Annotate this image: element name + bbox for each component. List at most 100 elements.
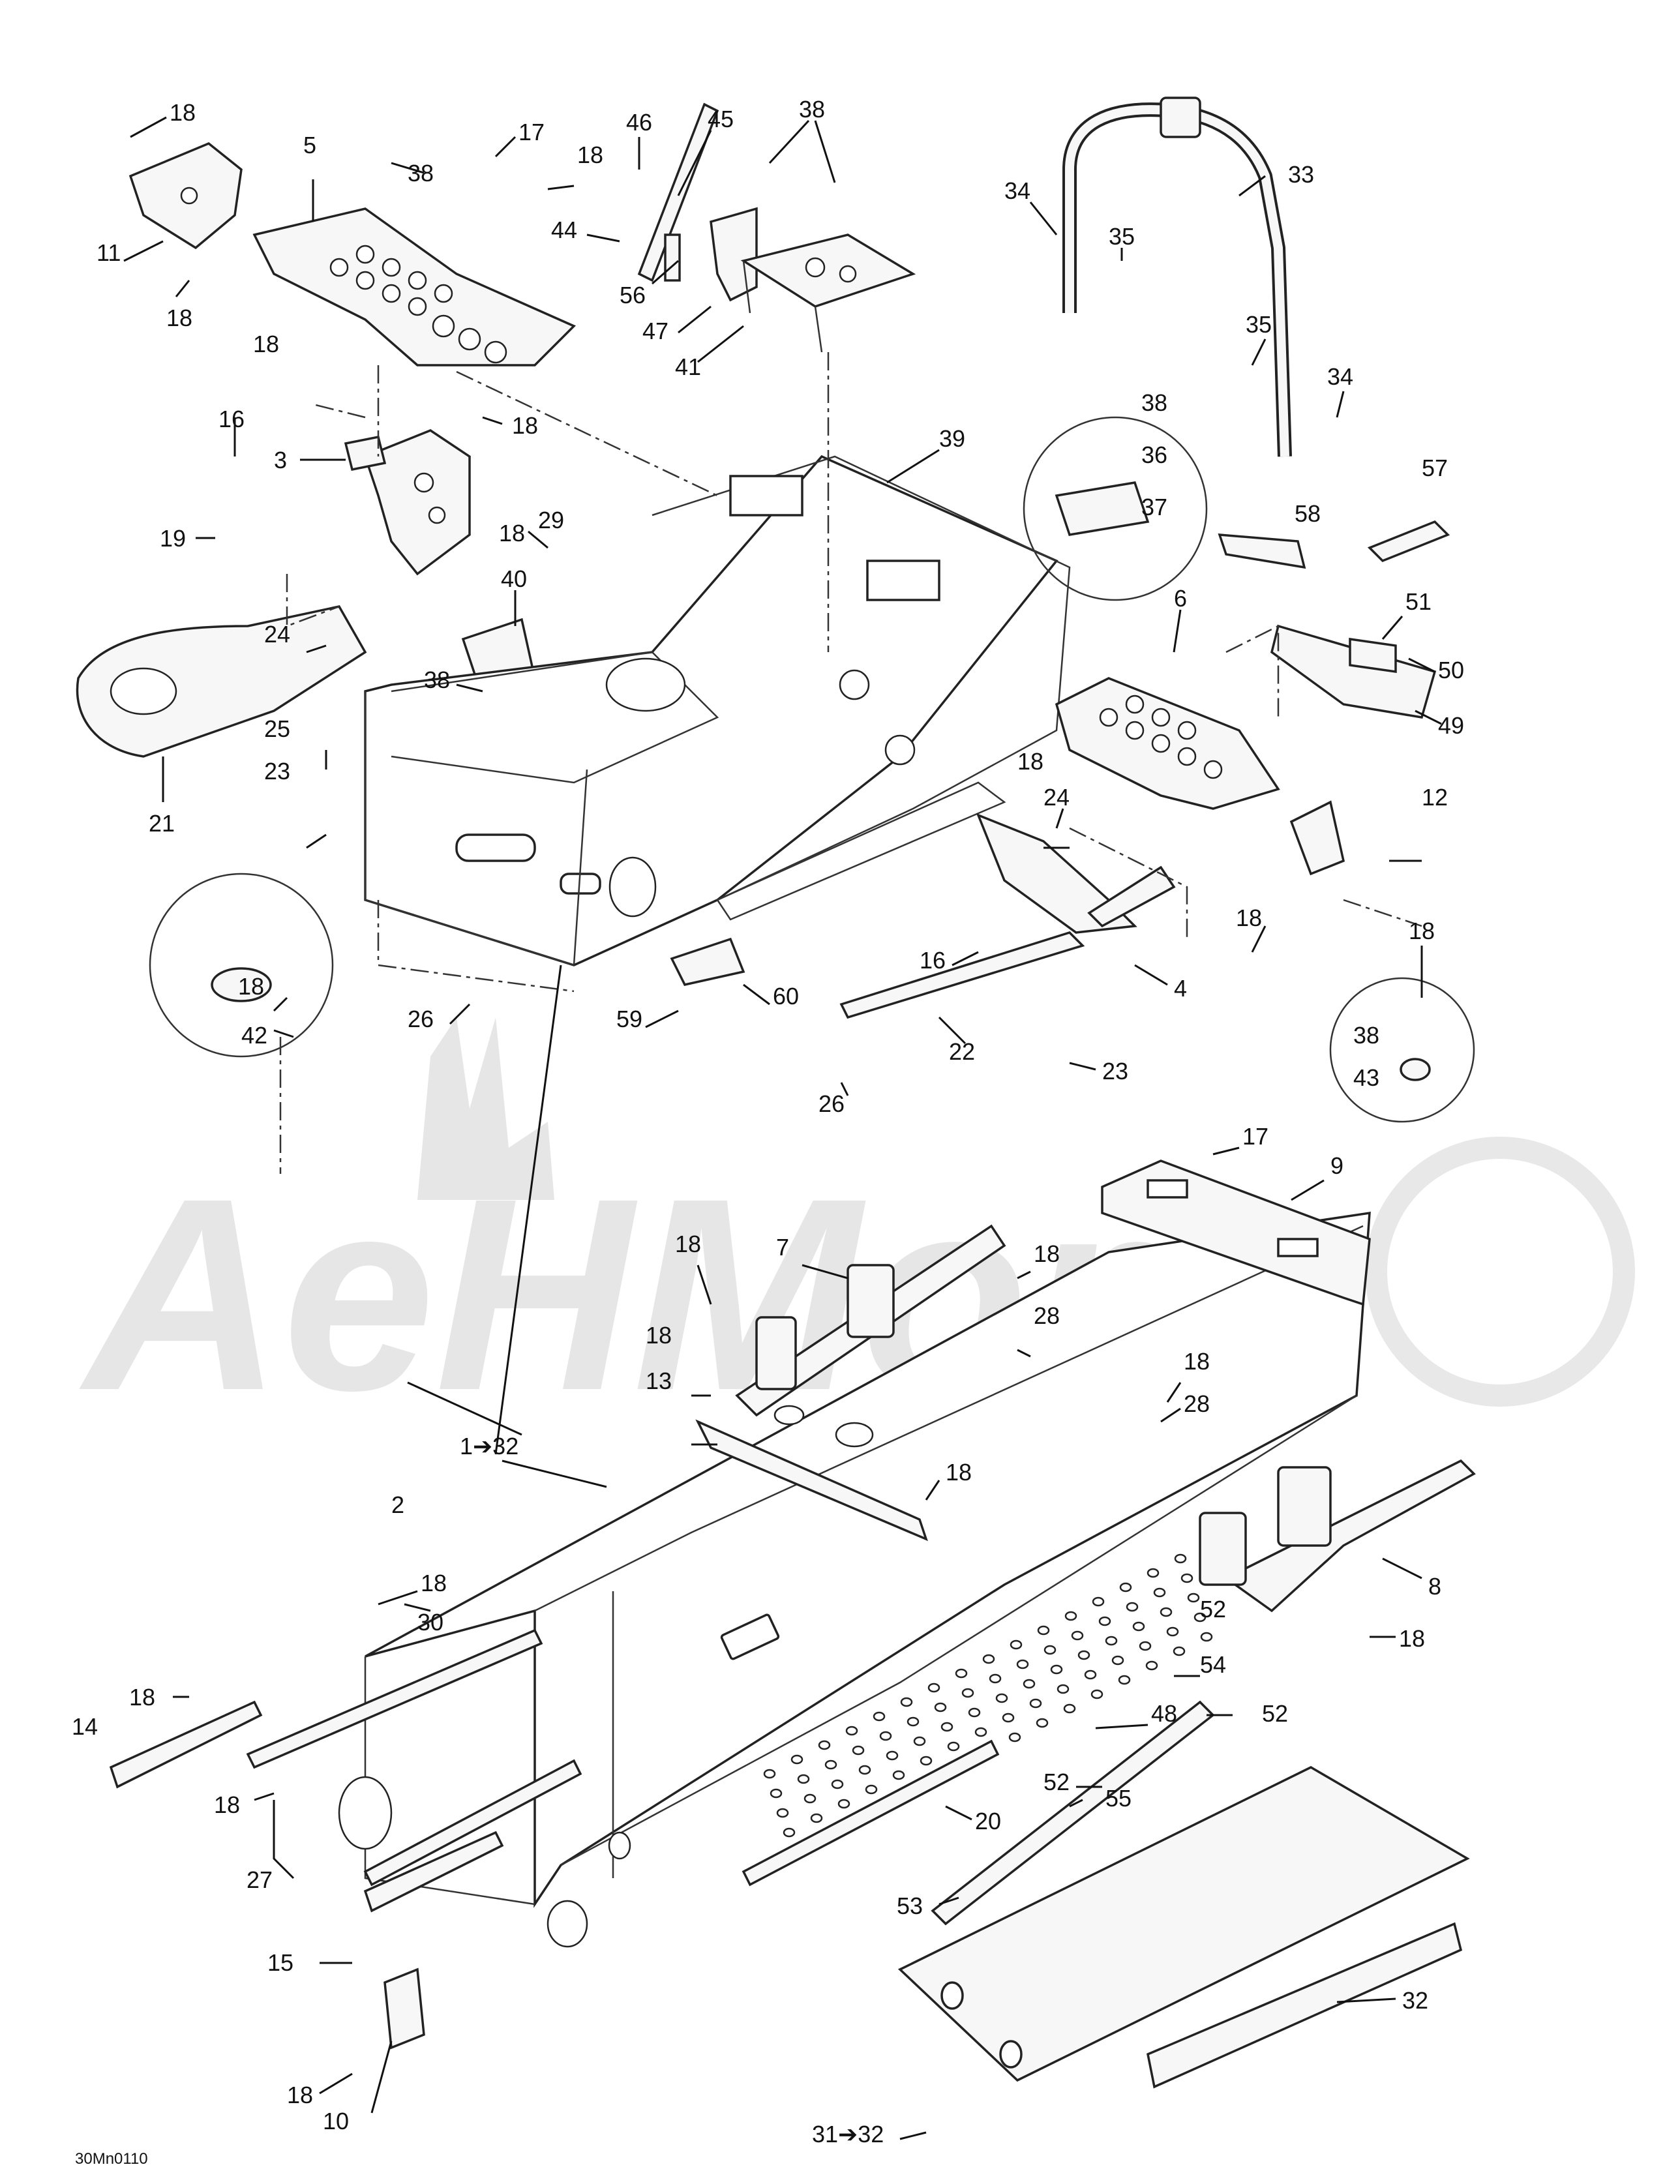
callout-18: 18 <box>646 1322 672 1349</box>
perforation-hole <box>989 1673 1002 1684</box>
perforation-hole <box>1118 1675 1131 1685</box>
callout-17: 17 <box>1242 1123 1268 1150</box>
callout-18: 18 <box>499 520 525 546</box>
part-47-bracket <box>710 207 758 302</box>
callout-35: 35 <box>1109 223 1135 250</box>
callout-24: 24 <box>264 621 290 648</box>
callout-18: 18 <box>946 1459 972 1486</box>
callout-24: 24 <box>1043 784 1070 811</box>
part-31-protector-panel <box>897 1766 1470 2082</box>
callout-2: 2 <box>391 1491 404 1518</box>
perforation-hole <box>818 1740 831 1750</box>
callout-18: 18 <box>512 412 538 439</box>
callout-38: 38 <box>408 160 434 187</box>
part-11-bracket <box>128 142 243 250</box>
callout-55: 55 <box>1105 1785 1132 1812</box>
part-7-bracket <box>735 1224 1006 1417</box>
callout-18: 18 <box>129 1684 155 1711</box>
assembly-lines-upper <box>286 352 1422 993</box>
perforation-hole <box>1071 1630 1084 1641</box>
perforation-hole <box>913 1736 926 1746</box>
perforation-hole <box>1008 1732 1021 1743</box>
callout-60: 60 <box>773 983 799 1010</box>
part-49-bracket <box>1270 624 1437 719</box>
callout-29: 29 <box>538 507 564 533</box>
part-32-rail <box>1147 1922 1463 2089</box>
perforation-hole <box>1145 1660 1158 1671</box>
part-37-bracket <box>1055 481 1150 536</box>
callout-23: 23 <box>264 758 290 785</box>
callout-18: 18 <box>253 331 279 357</box>
part-13-rail <box>695 1419 928 1542</box>
callout-41: 41 <box>675 353 701 380</box>
perforation-hole <box>803 1793 817 1804</box>
callout-28: 28 <box>1034 1302 1060 1329</box>
perforation-hole <box>907 1716 920 1727</box>
callout-57: 57 <box>1422 455 1448 481</box>
leader-lines <box>123 116 1442 2140</box>
part-59-clamp <box>670 937 745 987</box>
callout-18: 18 <box>1409 918 1435 944</box>
callout-7: 7 <box>776 1234 789 1261</box>
callout-45: 45 <box>708 106 734 132</box>
part-27-bar-lower <box>363 1759 582 1887</box>
perforation-hole <box>1037 1625 1050 1636</box>
perforation-hole <box>1193 1612 1207 1623</box>
perforation-hole <box>934 1702 947 1713</box>
part-50-bracket <box>1349 637 1397 674</box>
perforation-hole <box>1200 1632 1213 1642</box>
part-21-lower-shield <box>76 605 367 758</box>
callout-22: 22 <box>949 1038 975 1065</box>
main-tunnel-rear <box>338 1211 1371 1948</box>
perforation-hole <box>831 1779 844 1789</box>
callout-3: 3 <box>274 447 287 473</box>
callout-56: 56 <box>620 282 646 308</box>
perforation-hole <box>974 1727 987 1737</box>
perforation-hole <box>1147 1568 1160 1578</box>
perforation-hole <box>837 1799 850 1809</box>
perforation-hole <box>1166 1626 1179 1637</box>
callout-18: 18 <box>166 305 192 331</box>
callout-16: 16 <box>218 406 245 432</box>
perforation-hole <box>1084 1669 1097 1680</box>
callout-51: 51 <box>1405 588 1432 615</box>
watermark-wheel-icon <box>1365 1137 1635 1407</box>
perforation-hole <box>1132 1621 1145 1632</box>
part-20-rod <box>742 1739 1000 1887</box>
perforation-hole <box>968 1707 981 1718</box>
perforation-hole <box>1043 1645 1057 1655</box>
callout-23: 23 <box>1102 1058 1128 1085</box>
callout-10: 10 <box>323 2108 349 2134</box>
callout-9: 9 <box>1330 1152 1343 1179</box>
callout-19: 19 <box>160 525 186 552</box>
callout-50: 50 <box>1438 657 1464 683</box>
part-27-bar-upper <box>246 1628 543 1769</box>
callout-47: 47 <box>642 318 668 344</box>
part-4-pivot-bracket <box>976 813 1176 934</box>
perforation-hole <box>955 1668 968 1679</box>
callout-48: 48 <box>1151 1700 1177 1727</box>
detail-circle-36-37 <box>1023 416 1208 601</box>
callout-31-to-32: 31➔32 <box>812 2121 884 2147</box>
perforation-hole <box>1064 1611 1077 1621</box>
callout-labels: 18 11 18 5 38 18 17 18 46 45 44 56 47 41… <box>72 96 1464 2147</box>
perforation-hole <box>790 1754 803 1765</box>
perforation-hole <box>1153 1587 1166 1598</box>
callout-39: 39 <box>939 425 965 452</box>
perforation-hole <box>810 1813 823 1823</box>
perforation-hole <box>1173 1646 1186 1656</box>
perforation-hole <box>1057 1684 1070 1694</box>
part-43-washer <box>1400 1058 1431 1081</box>
callout-20: 20 <box>975 1808 1001 1834</box>
perforation-hole <box>845 1726 858 1736</box>
callout-14: 14 <box>72 1713 98 1740</box>
callout-27: 27 <box>247 1866 273 1893</box>
part-33-grab-handle <box>1062 97 1292 457</box>
callout-38: 38 <box>1141 389 1167 416</box>
callout-59: 59 <box>616 1006 642 1032</box>
watermark-castle-icon <box>417 1017 554 1200</box>
callout-18: 18 <box>675 1231 701 1257</box>
callout-18: 18 <box>1236 905 1262 931</box>
callout-18: 18 <box>1017 748 1043 775</box>
perforation-hole <box>982 1654 995 1664</box>
